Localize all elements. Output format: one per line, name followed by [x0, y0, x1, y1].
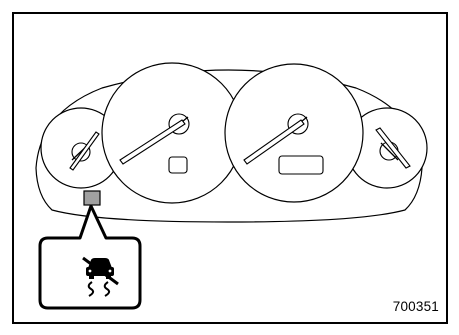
- figure-id-label: 700351: [392, 299, 439, 314]
- gauge-needle: [375, 127, 411, 169]
- figure-frame: [12, 12, 448, 324]
- gauge-needle: [119, 119, 186, 165]
- gauge-hub: [287, 113, 309, 135]
- callout-box: [38, 204, 142, 310]
- right-small-gauge: [346, 107, 428, 189]
- skid-indicator: [83, 190, 101, 206]
- right-large-gauge: [224, 63, 364, 203]
- gauge-needle: [243, 119, 305, 165]
- odometer-display: [168, 156, 188, 174]
- left-large-gauge: [101, 62, 243, 204]
- trip-display: [278, 155, 324, 175]
- gauge-hub: [168, 113, 190, 135]
- gauge-hub: [71, 142, 91, 162]
- gauge-needle: [69, 131, 100, 171]
- vehicle-skid-off-icon: [82, 256, 119, 297]
